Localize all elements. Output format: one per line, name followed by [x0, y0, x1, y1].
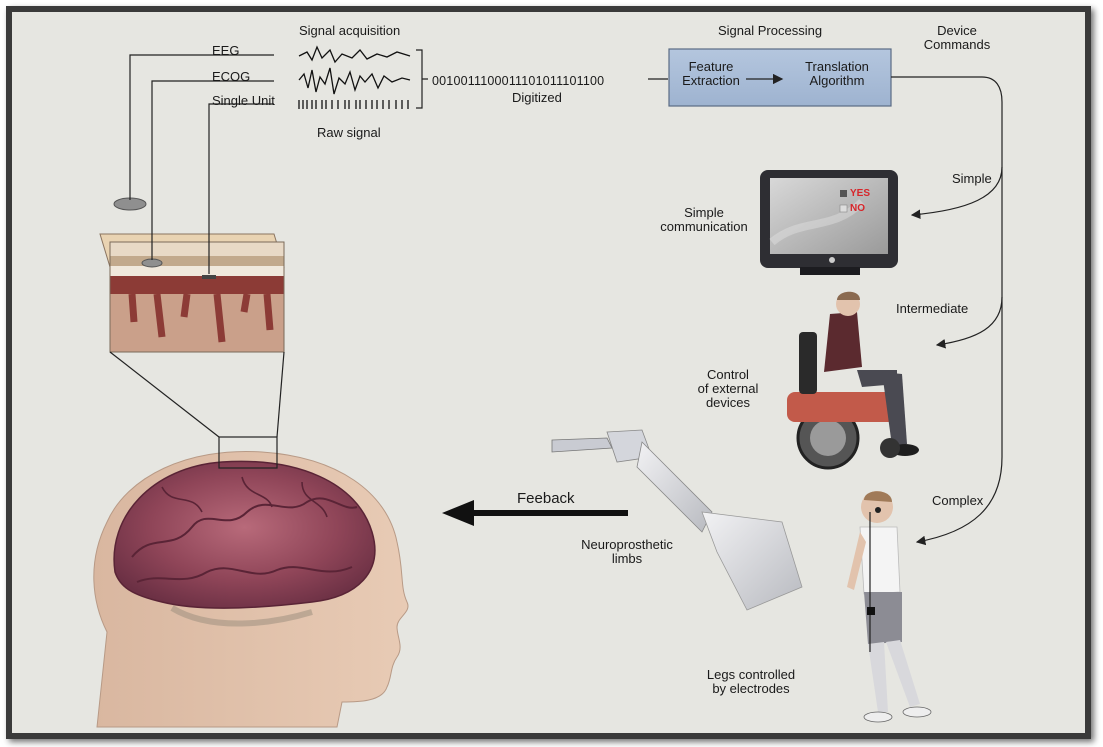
translation-algorithm-label: Translation Algorithm [792, 60, 882, 88]
translation-line1: Translation [792, 60, 882, 74]
commands-line2: Commands [917, 38, 997, 52]
simple-branch-label: Simple [952, 172, 992, 186]
diagram-frame: Signal acquisition EEG ECOG Single Unit … [6, 6, 1091, 739]
legs-line1: Legs controlled [696, 668, 806, 682]
single-unit-label: Single Unit [212, 94, 275, 108]
commands-line1: Device [917, 24, 997, 38]
simple-communication-label: Simple communication [654, 206, 754, 234]
signal-bracket [416, 50, 428, 108]
raw-signals [299, 47, 410, 109]
bci-diagram: Signal acquisition EEG ECOG Single Unit … [12, 12, 1085, 733]
intermediate-branch-label: Intermediate [896, 302, 968, 316]
walking-person-illustration [847, 491, 931, 722]
complex-branch-label: Complex [932, 494, 983, 508]
raw-signal-label: Raw signal [317, 126, 381, 140]
eeg-label: EEG [212, 44, 239, 58]
prosthetic-arm-illustration [552, 430, 802, 610]
simple-comm-line1: Simple [654, 206, 754, 220]
control-external-devices-label: Control of external devices [688, 368, 768, 410]
control-line2: of external [688, 382, 768, 396]
signal-acquisition-title: Signal acquisition [299, 24, 400, 38]
control-line3: devices [688, 396, 768, 410]
neuroprosthetic-limbs-label: Neuroprosthetic limbs [572, 538, 682, 566]
tissue-block [100, 198, 284, 352]
legs-line2: by electrodes [696, 682, 806, 696]
screen-yes: YES [850, 187, 870, 201]
monitor-illustration [760, 170, 898, 275]
wheelchair-illustration [787, 292, 919, 468]
screen-no: NO [850, 202, 865, 216]
simple-comm-line2: communication [654, 220, 754, 234]
diagram-graphics [12, 12, 1085, 733]
head-illustration [94, 451, 408, 727]
legs-controlled-label: Legs controlled by electrodes [696, 668, 806, 696]
zoom-lines [110, 352, 284, 468]
neuro-line1: Neuroprosthetic [572, 538, 682, 552]
feature-line1: Feature [676, 60, 746, 74]
bitstream: 0010011100011101011101100 [432, 74, 604, 88]
digitized-label: Digitized [512, 91, 562, 105]
feature-line2: Extraction [676, 74, 746, 88]
neuro-line2: limbs [572, 552, 682, 566]
feedback-label: Feeback [517, 492, 575, 506]
control-line1: Control [688, 368, 768, 382]
ecog-label: ECOG [212, 70, 250, 84]
translation-line2: Algorithm [792, 74, 882, 88]
device-commands-label: Device Commands [917, 24, 997, 52]
feature-extraction-label: Feature Extraction [676, 60, 746, 88]
signal-processing-title: Signal Processing [718, 24, 822, 38]
